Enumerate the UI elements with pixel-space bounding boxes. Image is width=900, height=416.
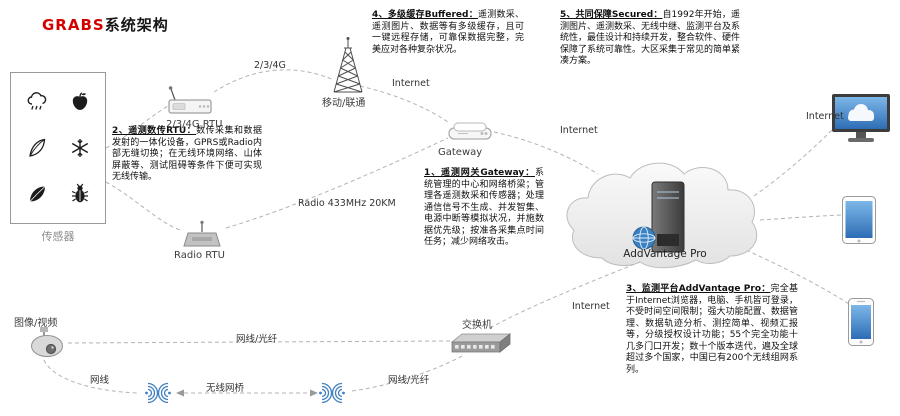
note-secured: 5、共同保障Secured：自1992年开始，遥测图片、遥测数采、无线中继、监测… (560, 10, 740, 68)
note-platform-body: 完全基于Internet浏览器，电脑、手机皆可登录，不受时间空间限制；强大功能配… (626, 284, 798, 375)
page-title-brand: GRABS (42, 16, 105, 34)
link-line-bridge-switch (351, 354, 465, 392)
platform-label: AddVantage Pro (623, 248, 707, 260)
monitor-icon (832, 94, 890, 142)
cellular-rtu-icon (168, 86, 212, 114)
note-buffered-body: 遥测数采、遥测图片、数据等有多级缓存，且可一键远程存储，可靠保数据完整，完美应对… (372, 10, 524, 55)
page-title: GRABS系统架构 (42, 14, 169, 35)
note-buffered: 4、多级缓存Buffered：遥测数采、遥测图片、数据等有多级缓存，且可一键远程… (372, 10, 524, 56)
page-title-suffix: 系统架构 (104, 16, 169, 34)
note-platform-heading: 3、监测平台AddVantage Pro： (626, 284, 771, 294)
note-platform: 3、监测平台AddVantage Pro：完全基于Internet浏览器，电脑、… (626, 284, 798, 376)
cloud-platform-icon (566, 162, 758, 269)
snowflake-icon (67, 135, 93, 161)
link-label-internet-tower-gateway: Internet (392, 78, 430, 89)
note-gateway-heading: 1、遥测网关Gateway： (424, 168, 535, 178)
link-line-switch-cloud (489, 261, 641, 329)
link-label-internet-gateway-cloud: Internet (560, 125, 598, 136)
phone-icon (848, 298, 874, 346)
note-gateway-body: 系统管理的中心和网络桥梁；管理各遥测数采和传感器；处理通信信号不生成、并发智集、… (424, 168, 544, 248)
camera-icon (31, 327, 63, 357)
link-line-cloud-monitor (753, 125, 837, 197)
apple-icon (67, 89, 93, 115)
link-line-camera-switch (67, 340, 451, 344)
wireless-span-arrowheads (176, 389, 318, 397)
wifi-fan-left-rx-icon (157, 382, 171, 404)
sensor-panel (10, 72, 106, 224)
leaf-icon (24, 181, 50, 207)
radio-rtu-label: Radio RTU (174, 250, 225, 261)
link-line-cloud-tablet (759, 214, 843, 221)
wifi-fan-right-rx-icon (331, 382, 345, 404)
link-label-internet-switch-cloud: Internet (572, 301, 610, 312)
link-label-internet-cloud-clients: Internet (806, 111, 844, 122)
server-icon (651, 181, 685, 253)
radio-rtu-icon (183, 220, 221, 247)
tablet-icon (842, 196, 876, 244)
link-label-wireless-bridge: 无线网桥 (206, 383, 245, 394)
note-secured-heading: 5、共同保障Secured： (560, 10, 663, 20)
link-label-lan-camera-bridge: 网线 (90, 375, 110, 386)
link-line-camera-bridge (43, 359, 139, 394)
cell-tower-label: 移动/联通 (322, 98, 366, 109)
note-rtu-heading: 2、遥测数传RTU： (112, 126, 197, 136)
link-label-fiber-camera-switch: 网线/光纤 (236, 334, 278, 345)
gateway-label: Gateway (438, 147, 483, 158)
camera-label: 图像/视频 (14, 318, 58, 329)
cell-tower-icon (333, 37, 363, 93)
sensor-panel-label: 传感器 (41, 230, 75, 243)
note-buffered-heading: 4、多级缓存Buffered： (372, 10, 478, 20)
globe-icon (632, 226, 656, 250)
bug-icon (67, 181, 93, 207)
note-rtu-body: 数传采集和数据发射的一体化设备，GPRS或Radio内部无缝切换；在无线环境网络… (112, 126, 262, 183)
note-gateway: 1、遥测网关Gateway：系统管理的中心和网络桥梁；管理各遥测数采和传感器；处… (424, 168, 544, 249)
feather-icon (24, 135, 50, 161)
link-line-gateway-cloud (493, 131, 599, 175)
cellular-rtu-label: 2/3/4G RTU (166, 119, 223, 130)
link-line-radiortu-gateway (225, 137, 449, 229)
note-secured-body: 自1992年开始，遥测图片、遥测数采、无线中继、监测平台及系统性，最佳设计和持续… (560, 10, 741, 67)
link-line-cloud-phone (745, 249, 853, 307)
switch-label: 交换机 (462, 320, 492, 331)
link-line-rtu-tower (213, 69, 335, 93)
note-rtu: 2、遥测数传RTU：数传采集和数据发射的一体化设备，GPRS或Radio内部无缝… (112, 126, 262, 184)
monitor-cloud-logo-icon (848, 104, 874, 121)
link-line-sensors-rtu (105, 105, 169, 149)
link-line-tower-gateway (359, 85, 449, 123)
wifi-fan-left-tx-icon (145, 382, 159, 404)
wifi-fan-right-tx-icon (319, 382, 333, 404)
storm-icon (24, 89, 50, 115)
link-line-sensors-radiortu (105, 181, 181, 231)
link-label-fiber-bridge-switch: 网线/光纤 (388, 375, 430, 386)
link-label-radio: Radio 433MHz 20KM (298, 198, 396, 209)
wifi-bridge-icons (145, 382, 345, 404)
switch-icon (450, 333, 512, 353)
link-label-cellular: 2/3/4G (254, 60, 286, 71)
gateway-icon (448, 122, 492, 140)
